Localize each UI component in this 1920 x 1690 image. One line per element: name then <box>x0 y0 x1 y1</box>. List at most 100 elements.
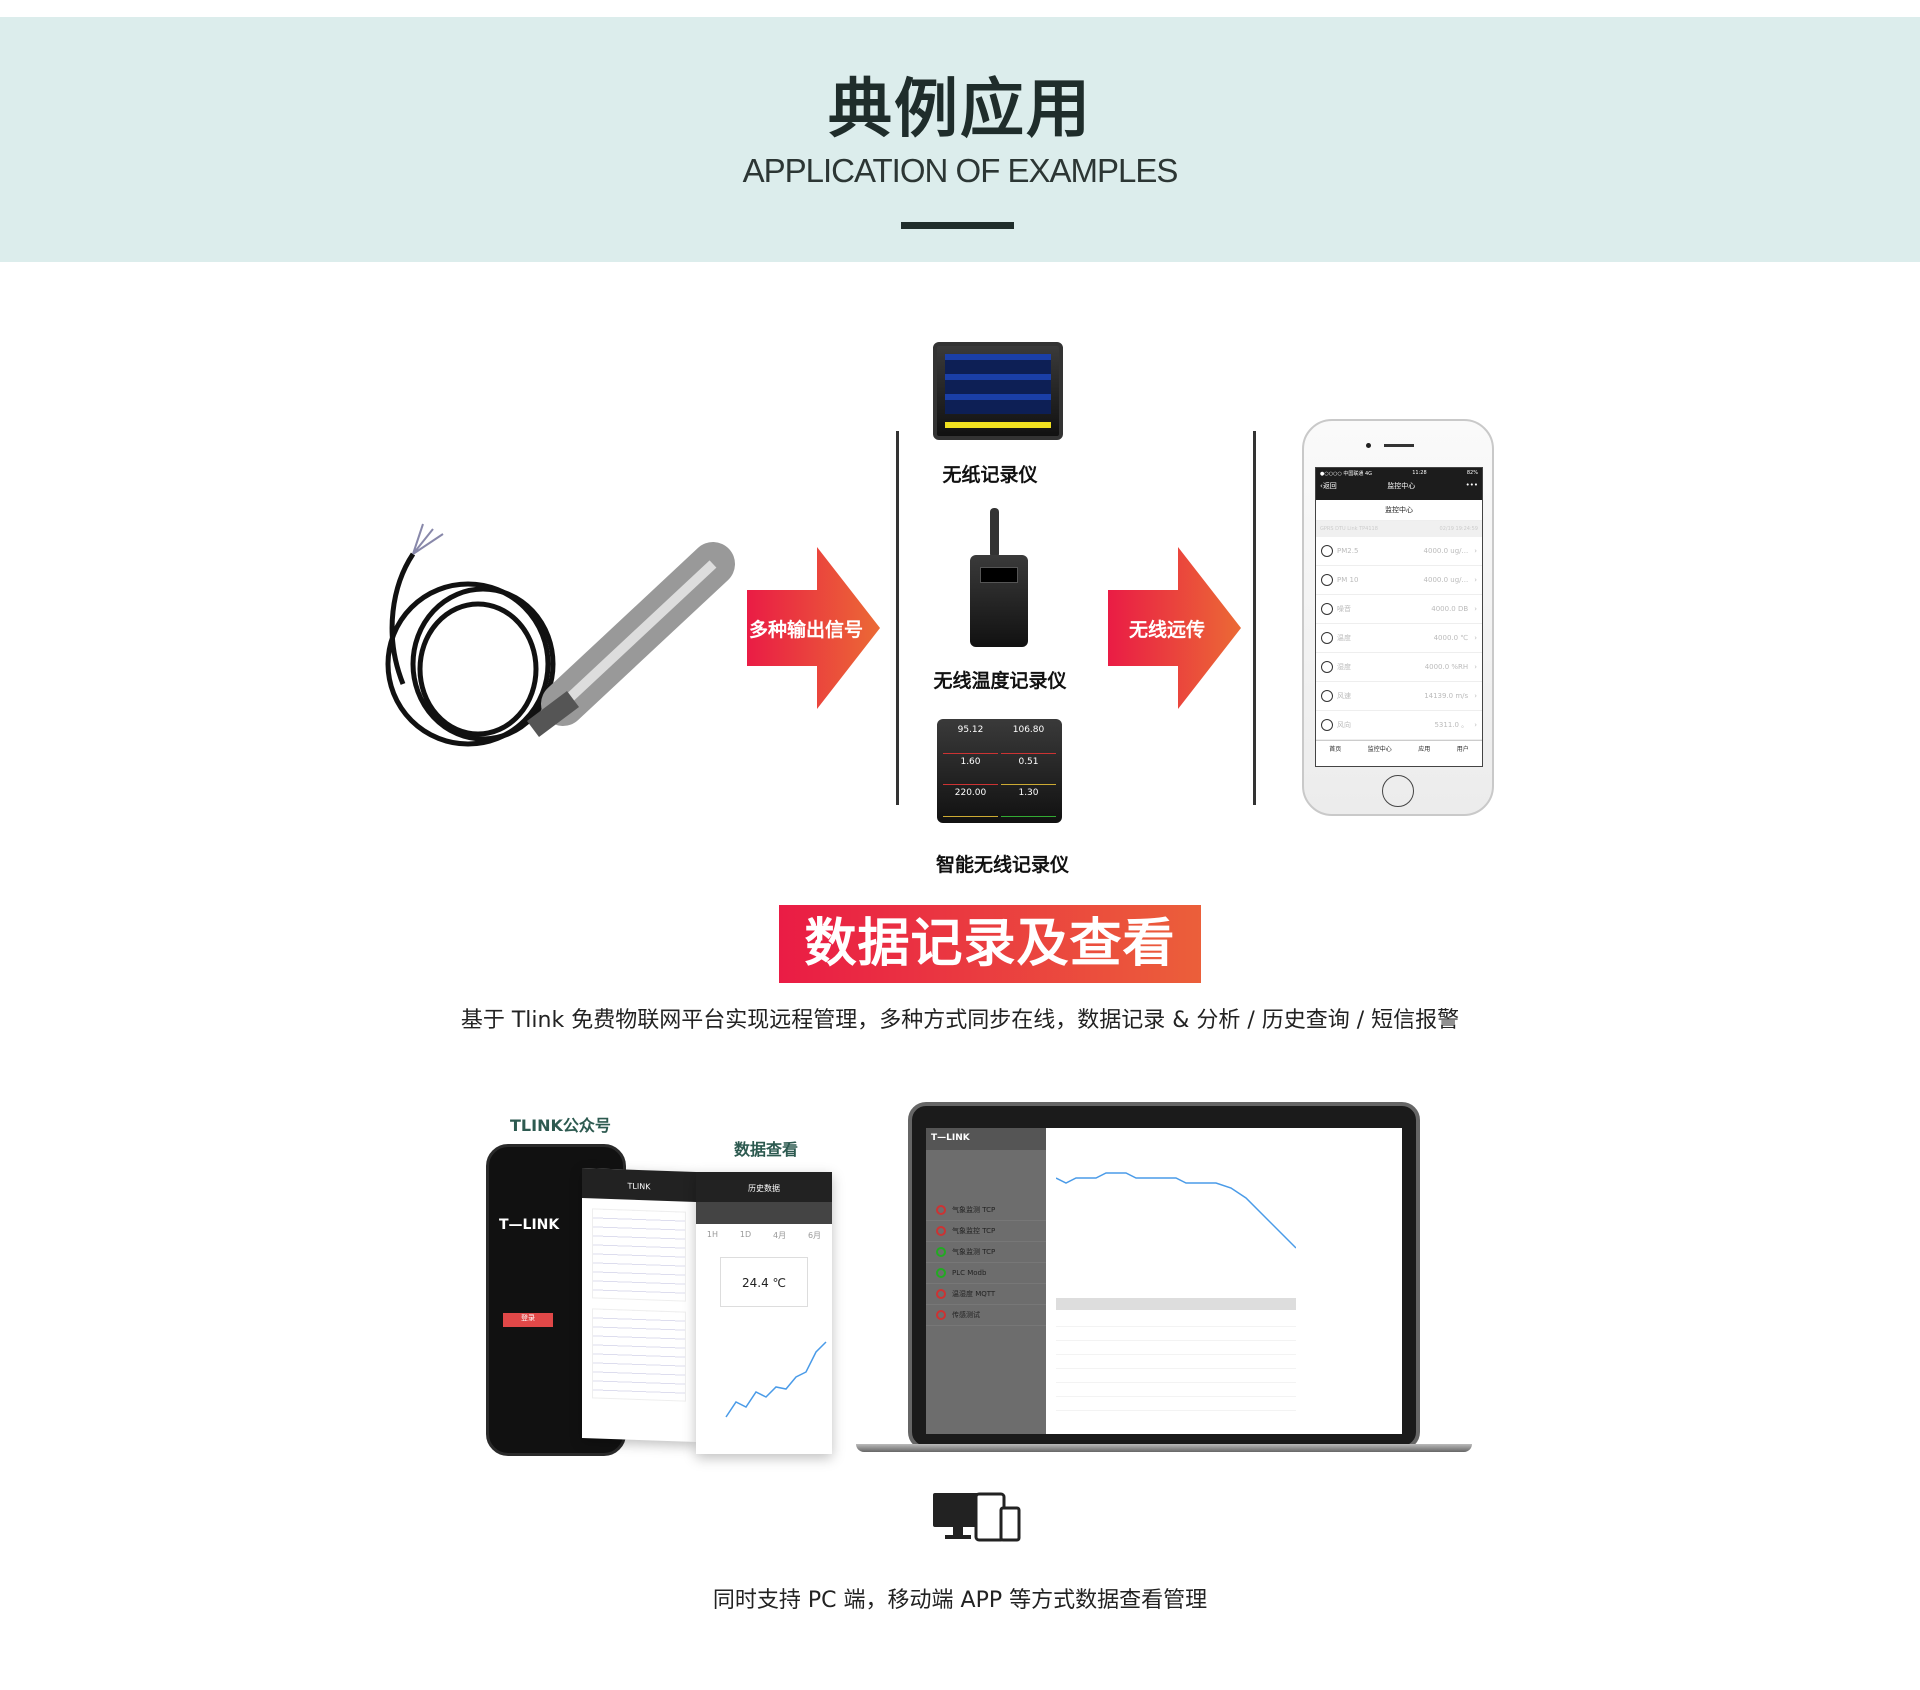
device-name: 气象监测 TCP <box>952 1248 996 1256</box>
chevron-right-icon: › <box>1474 634 1477 642</box>
reading: 1.60 <box>943 757 998 786</box>
device-list-item[interactable]: 温湿度 MQTT <box>926 1284 1046 1305</box>
windmill-icon <box>1321 719 1333 731</box>
page-subtitle: APPLICATION OF EXAMPLES <box>742 152 1179 189</box>
device-label: 无纸记录仪 <box>942 464 1038 486</box>
table-header <box>1056 1298 1296 1310</box>
login-button[interactable]: 登录 <box>503 1313 553 1327</box>
data-view-label: 数据查看 <box>734 1140 799 1159</box>
device-select[interactable]: GPRS DTU Link TP4118 02/19 19:24:59 <box>1316 521 1482 537</box>
windmill-icon <box>1321 690 1333 702</box>
section-banner: 数据记录及查看 <box>779 905 1201 983</box>
device-name: 气象监控 TCP <box>952 1227 996 1235</box>
device-status-icon <box>936 1247 946 1257</box>
device-list-item[interactable]: 气象监测 TCP <box>926 1242 1046 1263</box>
range-tab[interactable]: 4月 <box>773 1231 787 1240</box>
nav-title: 监控中心 <box>1387 482 1416 490</box>
sensor-value: 4000.0 ℃ <box>1433 634 1469 642</box>
device-status-icon <box>936 1205 946 1215</box>
sensor-name: PM2.5 <box>1337 547 1359 555</box>
device-status-icon <box>936 1289 946 1299</box>
wechat-label: TLINK公众号 <box>510 1116 611 1135</box>
carrier: ●○○○○ 中国联通 4G <box>1320 471 1373 477</box>
range-tab[interactable]: 6月 <box>807 1231 822 1240</box>
smart-wireless-recorder-image: 95.12 106.80 1.60 0.51 220.00 1.30 <box>937 719 1062 823</box>
wireless-transmission-arrow: 无线远传 <box>1108 547 1241 709</box>
chevron-right-icon: › <box>1474 576 1477 584</box>
tab-apps[interactable]: 应用 <box>1418 746 1431 753</box>
device-time: 02/19 19:24:59 <box>1439 526 1478 532</box>
gauge-icon <box>1321 545 1333 557</box>
tlink-logo: T—LINK <box>499 1217 560 1233</box>
sensor-value: 4000.0 ug/... <box>1423 576 1469 584</box>
device-name: 气象监测 TCP <box>952 1206 996 1214</box>
sensor-row[interactable]: 噪音 4000.0 DB › <box>1316 595 1482 624</box>
tab-bar: 首页 监控中心 应用 用户 <box>1316 740 1482 756</box>
reading: 106.80 <box>1001 725 1056 754</box>
chevron-right-icon: › <box>1474 663 1477 671</box>
device-list-item[interactable]: PLC Modb <box>926 1263 1046 1284</box>
wireless-temperature-recorder-image <box>970 555 1028 647</box>
gauge-icon <box>1321 574 1333 586</box>
more-button[interactable]: ••• <box>1465 481 1478 489</box>
data-line-chart <box>1056 1172 1296 1249</box>
speaker <box>1384 444 1414 447</box>
tagline: 基于 Tlink 免费物联网平台实现远程管理，多种方式同步在线，数据记录 & 分… <box>460 1008 1460 1033</box>
device-list-item[interactable]: 传感测试 <box>926 1305 1046 1326</box>
screen-title: TLINK <box>582 1168 696 1202</box>
tab-home[interactable]: 首页 <box>1329 746 1342 753</box>
device-name: 温湿度 MQTT <box>952 1290 996 1298</box>
device-name: GPRS DTU Link TP4118 <box>1320 526 1378 532</box>
droplet-icon <box>1321 661 1333 673</box>
temperature-reading: 24.4 ℃ <box>720 1257 808 1307</box>
chevron-right-icon: › <box>1474 692 1477 700</box>
sensor-name: 湿度 <box>1337 663 1351 671</box>
sensor-name: 风速 <box>1337 692 1351 700</box>
sensor-name: 风向 <box>1337 721 1351 729</box>
device-list-item[interactable]: 气象监控 TCP <box>926 1221 1046 1242</box>
chart-icon <box>1321 603 1333 615</box>
screen-title: 监控中心 <box>1316 500 1482 521</box>
laptop-base <box>856 1444 1472 1452</box>
reading: 1.30 <box>1001 788 1056 817</box>
sensor-name: 温度 <box>1337 634 1351 642</box>
reading: 220.00 <box>943 788 998 817</box>
sensor-row[interactable]: 温度 4000.0 ℃ › <box>1316 624 1482 653</box>
sensor-value: 4000.0 DB <box>1431 605 1469 613</box>
arrow-label: 无线远传 <box>1128 619 1205 641</box>
chevron-right-icon: › <box>1474 605 1477 613</box>
range-tab[interactable]: 1H <box>706 1230 719 1239</box>
wechat-message-screen: TLINK <box>582 1168 696 1442</box>
sensor-cable-image <box>385 523 735 747</box>
device-status-icon <box>936 1268 946 1278</box>
back-button[interactable]: ‹返回 <box>1320 482 1337 490</box>
device-name: PLC Modb <box>952 1269 987 1277</box>
device-list-item[interactable]: 气象监测 TCP <box>926 1200 1046 1221</box>
tab-monitor[interactable]: 监控中心 <box>1367 746 1392 753</box>
device-status-icon <box>936 1226 946 1236</box>
paperless-recorder-image <box>933 342 1063 440</box>
sensor-row[interactable]: 风速 14139.0 m/s › <box>1316 682 1482 711</box>
sensor-name: 噪音 <box>1337 605 1351 613</box>
device-label: 智能无线记录仪 <box>935 854 1069 876</box>
range-tab[interactable]: 1D <box>739 1230 752 1239</box>
antenna <box>990 508 999 558</box>
device-label: 无线温度记录仪 <box>933 670 1067 692</box>
camera <box>1366 443 1371 448</box>
tab-user[interactable]: 用户 <box>1456 746 1469 753</box>
sensor-value: 14139.0 m/s <box>1424 692 1469 700</box>
output-signal-arrow: 多种输出信号 <box>747 547 880 709</box>
data-table <box>1056 1313 1296 1423</box>
header-band <box>0 17 1920 262</box>
device-status-icon <box>936 1310 946 1320</box>
